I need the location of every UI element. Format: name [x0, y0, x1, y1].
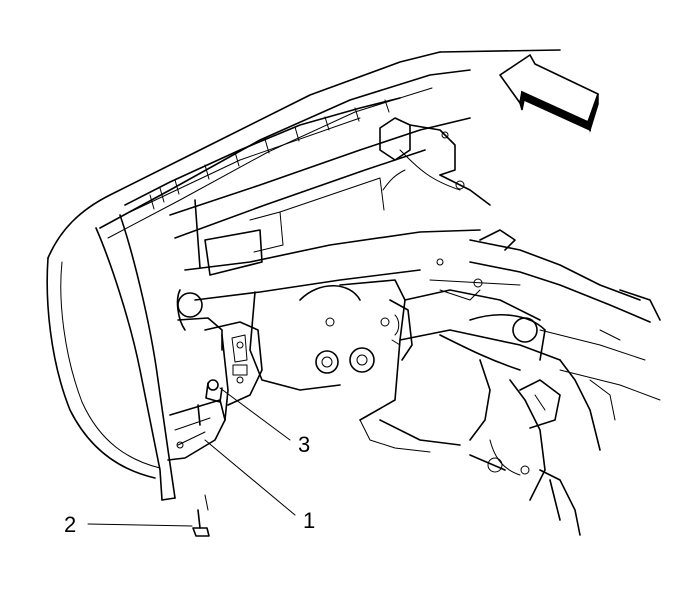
callout-3: 3	[298, 432, 310, 457]
front-direction-arrow-icon	[499, 54, 599, 133]
bumper-reinforcement-beam	[169, 117, 491, 276]
bumper-fascia	[46, 49, 561, 501]
frame-cross-member	[184, 229, 661, 536]
bumper-mount-bracket	[167, 289, 263, 537]
callout-2: 2	[64, 512, 76, 537]
leader-lines	[87, 387, 296, 527]
callout-1: 1	[303, 508, 315, 533]
